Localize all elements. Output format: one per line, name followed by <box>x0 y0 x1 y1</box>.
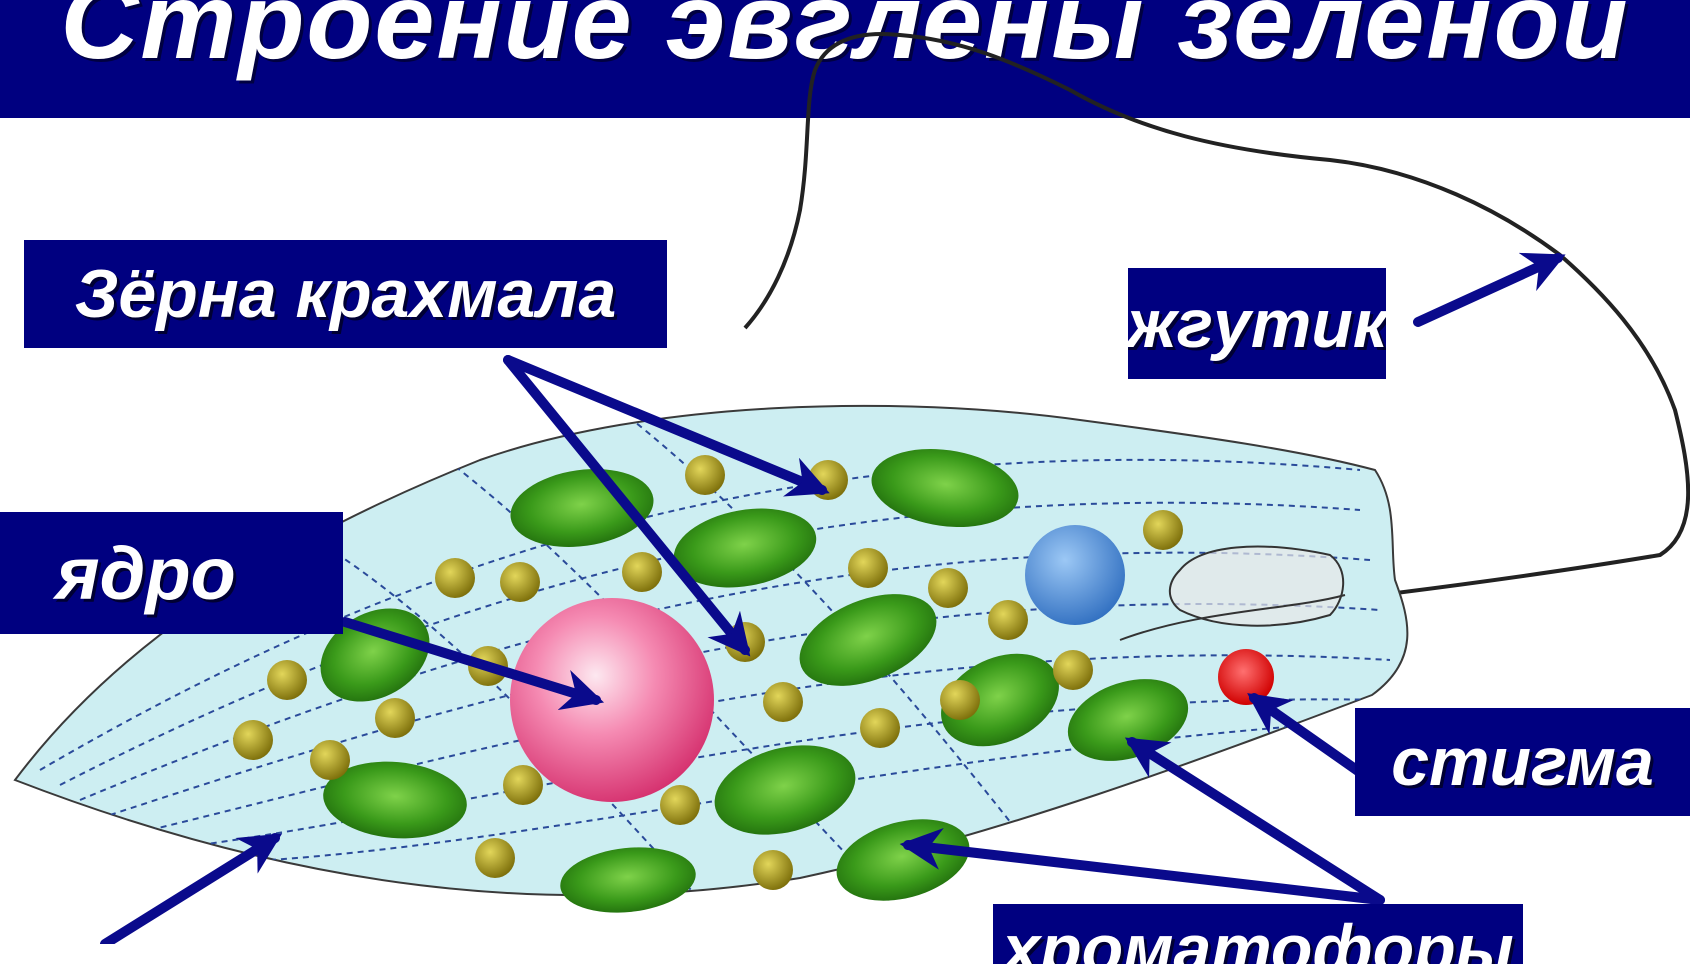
label-flagellum-text: жгутик <box>1128 285 1386 363</box>
arrow-bottom-left <box>105 838 275 944</box>
contractile-vacuole <box>1025 525 1125 625</box>
starch-grain <box>1053 650 1093 690</box>
starch-grain <box>763 682 803 722</box>
label-flagellum: жгутик <box>1128 268 1386 379</box>
starch-grain <box>622 552 662 592</box>
starch-grain <box>1143 510 1183 550</box>
arrow-flagellum <box>1418 258 1558 322</box>
starch-grain <box>435 558 475 598</box>
label-nucleus: ядро <box>0 512 343 634</box>
starch-grain <box>808 460 848 500</box>
stigma <box>1218 649 1274 705</box>
starch-grain <box>310 740 350 780</box>
starch-grain <box>475 838 515 878</box>
label-chromatophores: хроматофоры <box>993 904 1523 964</box>
starch-grain <box>753 850 793 890</box>
starch-grain <box>500 562 540 602</box>
label-nucleus-text: ядро <box>56 531 236 616</box>
label-stigma: стигма <box>1355 708 1690 816</box>
starch-grain <box>848 548 888 588</box>
starch-grain <box>267 660 307 700</box>
reservoir <box>1170 547 1343 626</box>
starch-grain <box>685 455 725 495</box>
label-stigma-text: стигма <box>1391 723 1654 801</box>
label-chromatophores-text: хроматофоры <box>1002 910 1513 964</box>
starch-grain <box>233 720 273 760</box>
starch-grain <box>928 568 968 608</box>
starch-grain <box>860 708 900 748</box>
starch-grain <box>940 680 980 720</box>
nucleus <box>510 598 714 802</box>
label-starch-grains: Зёрна крахмала <box>24 240 667 348</box>
starch-grain <box>375 698 415 738</box>
starch-grain <box>988 600 1028 640</box>
starch-grain <box>503 765 543 805</box>
starch-grain <box>660 785 700 825</box>
label-starch-grains-text: Зёрна крахмала <box>75 255 617 333</box>
